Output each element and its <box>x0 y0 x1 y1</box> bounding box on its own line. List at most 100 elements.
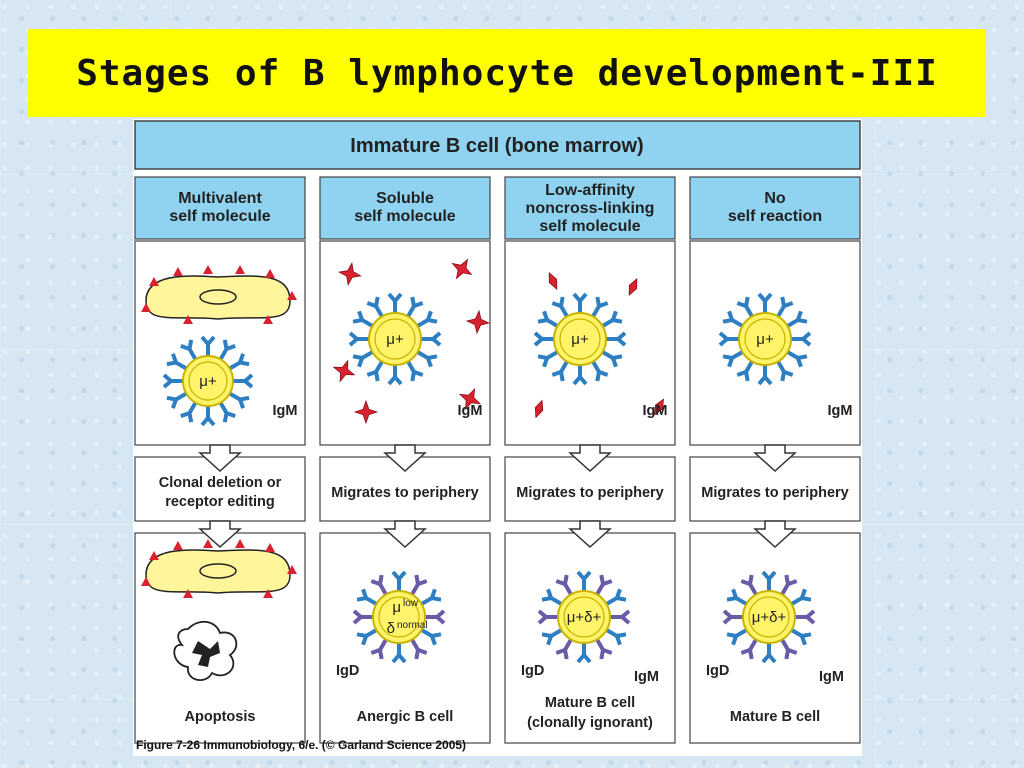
multivalent-self-molecule <box>141 303 151 312</box>
column-heading-line: noncross-linking <box>526 200 655 217</box>
multivalent-self-molecule <box>173 541 183 550</box>
igd-label: IgD <box>336 663 359 679</box>
cell-membrane <box>182 355 234 407</box>
column-heading-line: self molecule <box>539 218 640 235</box>
mu-sup-label: low <box>403 598 419 609</box>
antibody-label: IgM <box>458 403 483 419</box>
top-panel <box>134 240 306 446</box>
header-text: Immature B cell (bone marrow) <box>350 135 643 157</box>
multivalent-self-molecule <box>149 277 159 286</box>
delta-sup-label: normal <box>397 620 428 631</box>
column-heading-line: self molecule <box>354 208 455 225</box>
cell-label: μ+ <box>386 331 404 348</box>
low-affinity-self-molecule <box>534 399 544 419</box>
multivalent-self-molecule <box>287 565 297 574</box>
slide-title: Stages of B lymphocyte development-III <box>76 52 938 94</box>
igm-label: IgM <box>819 669 844 685</box>
cell-label: μ+ <box>756 331 774 348</box>
low-affinity-self-molecule <box>628 277 638 297</box>
outcome-label: Apoptosis <box>185 709 256 725</box>
migration-text: Migrates to periphery <box>516 485 663 501</box>
column-heading-box <box>504 176 676 240</box>
cell-label: μ+δ+ <box>752 609 787 626</box>
b-cell <box>162 335 254 427</box>
self-cell <box>141 539 297 598</box>
multivalent-self-molecule <box>235 539 245 548</box>
cell-membrane <box>372 590 426 644</box>
antibody-label: IgM <box>828 403 853 419</box>
igd-label: IgD <box>706 663 729 679</box>
b-cell-development-figure: Immature B cell (bone marrow) Multivalen… <box>133 119 862 756</box>
title-bar: Stages of B lymphocyte development-III <box>28 29 986 117</box>
apoptotic-cell <box>173 620 238 681</box>
low-affinity-self-molecule <box>548 271 558 291</box>
multivalent-self-molecule <box>203 265 213 274</box>
cell-membrane <box>742 590 796 644</box>
antibody-label: IgM <box>643 403 668 419</box>
multivalent-self-molecule <box>263 589 273 598</box>
igd-label: IgD <box>521 663 544 679</box>
migration-text: Migrates to periphery <box>701 485 848 501</box>
column-heading-line: Low-affinity <box>545 182 635 199</box>
soluble-self-molecule <box>465 309 491 335</box>
b-cell <box>348 292 442 386</box>
column-heading-line: No <box>764 190 786 207</box>
mu-label: μ <box>392 599 401 616</box>
column-heading-box <box>689 176 861 240</box>
cell-inner-ring <box>748 596 790 638</box>
migration-text: Clonal deletion or <box>159 475 282 491</box>
fragmented-nucleus <box>192 641 220 667</box>
column-heading-line: Multivalent <box>178 190 262 207</box>
migration-text: receptor editing <box>165 494 275 510</box>
delta-label: δ <box>387 620 395 637</box>
column-heading-line: self molecule <box>169 208 270 225</box>
multivalent-self-molecule <box>263 315 273 324</box>
self-cell-nucleus <box>199 563 237 579</box>
outcome-label: (clonally ignorant) <box>527 715 653 731</box>
cell-inner-ring <box>559 318 601 360</box>
multivalent-self-molecule <box>173 267 183 276</box>
cell-membrane <box>738 312 792 366</box>
column-heading-box <box>134 176 306 240</box>
cell-membrane <box>557 590 611 644</box>
cell-membrane <box>553 312 607 366</box>
cell-inner-ring <box>188 361 228 401</box>
multivalent-self-molecule <box>149 551 159 560</box>
igm-label: IgM <box>634 669 659 685</box>
cell-label: μ+ <box>199 373 217 390</box>
header-box <box>134 120 861 170</box>
soluble-self-molecule <box>332 359 356 383</box>
b-cell <box>533 292 627 386</box>
soluble-self-molecule <box>451 258 473 280</box>
cell-inner-ring <box>744 318 786 360</box>
multivalent-self-molecule <box>183 315 193 324</box>
b-cell <box>537 570 631 664</box>
cell-label: μ+ <box>571 331 589 348</box>
column-heading-line: self reaction <box>728 208 822 225</box>
figure-caption: Figure 7-26 Immunobiology, 6/e. (© Garla… <box>136 738 467 752</box>
b-cell <box>722 570 816 664</box>
figure-diagram: Immature B cell (bone marrow) Multivalen… <box>134 120 861 744</box>
cell-membrane <box>368 312 422 366</box>
column-heading-line: Soluble <box>376 190 434 207</box>
cell-inner-ring <box>378 596 420 638</box>
cell-label: μ+δ+ <box>567 609 602 626</box>
b-cell <box>718 292 812 386</box>
multivalent-self-molecule <box>203 539 213 548</box>
migration-text: Migrates to periphery <box>331 485 478 501</box>
outcome-label: Anergic B cell <box>357 709 454 725</box>
multivalent-self-molecule <box>265 269 275 278</box>
low-affinity-self-molecule <box>654 398 664 416</box>
cell-inner-ring <box>374 318 416 360</box>
cell-inner-ring <box>563 596 605 638</box>
outcome-label: Mature B cell <box>730 709 820 725</box>
multivalent-self-molecule <box>287 291 297 300</box>
soluble-self-molecule <box>338 262 362 286</box>
self-cell-nucleus <box>199 289 237 305</box>
multivalent-self-molecule <box>141 577 151 586</box>
soluble-self-molecule <box>458 387 482 411</box>
multivalent-self-molecule <box>183 589 193 598</box>
